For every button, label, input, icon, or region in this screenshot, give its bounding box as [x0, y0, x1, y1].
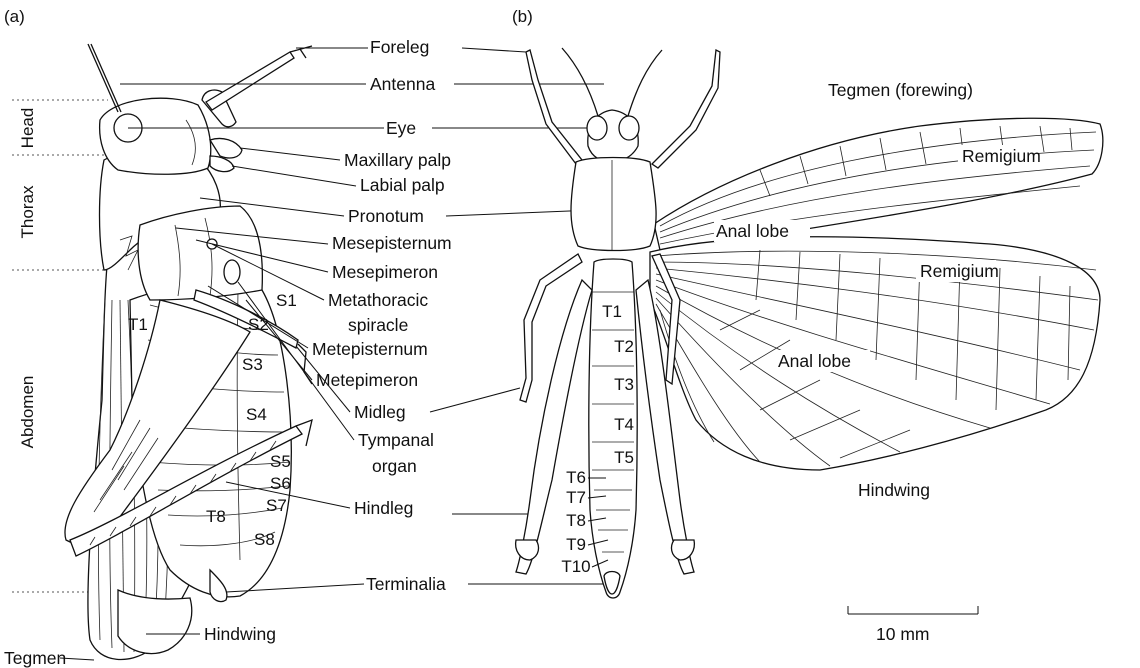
dorsal-segment-label: T3 — [614, 375, 634, 394]
label-hindleg: Hindleg — [354, 498, 413, 518]
label-remigium-forewing: Remigium — [962, 146, 1041, 166]
pronotum-dorsal — [571, 158, 656, 251]
panel-a-label: (a) — [4, 7, 25, 26]
scale-bar — [848, 606, 978, 614]
hindleg-knee-right — [672, 540, 695, 560]
maxillary-palp-lateral — [210, 138, 242, 158]
region-label-abdomen: Abdomen — [18, 376, 37, 449]
dorsal-segment-label: T10 — [561, 557, 590, 576]
region-label-head: Head — [18, 108, 37, 149]
dorsal-segment-label: T2 — [614, 337, 634, 356]
scale-bar-label: 10 mm — [876, 624, 929, 644]
dorsal-segment-label: T7 — [566, 488, 586, 507]
label-anal-lobe-forewing: Anal lobe — [716, 221, 789, 241]
foreleg-dorsal-right — [652, 50, 720, 168]
dorsal-view: (b) — [512, 7, 1103, 644]
eye-dorsal-left — [587, 116, 607, 140]
lateral-sternum-label: S3 — [242, 355, 263, 374]
antenna-dorsal-left — [562, 48, 598, 116]
label-antenna: Antenna — [370, 74, 435, 94]
label-foreleg: Foreleg — [370, 37, 429, 57]
label-labial-palp: Labial palp — [360, 175, 445, 195]
label-metathoracic: Metathoracic — [328, 290, 428, 310]
lateral-sternum-label: S5 — [270, 452, 291, 471]
dorsal-segment-label: T4 — [614, 415, 634, 434]
label-mesepimeron: Mesepimeron — [332, 262, 438, 282]
lateral-sternum-label: S6 — [270, 474, 291, 493]
label-tympanal: Tympanal — [358, 430, 434, 450]
foreleg-tibia — [206, 52, 294, 110]
label-organ: organ — [372, 456, 417, 476]
label-tegmen: Tegmen — [4, 648, 66, 668]
antenna-lateral-edge — [91, 44, 121, 112]
label-pronotum: Pronotum — [348, 206, 424, 226]
label-mesepisternum: Mesepisternum — [332, 233, 452, 253]
label-anal-lobe-hindwing: Anal lobe — [778, 351, 851, 371]
hindwing-lateral — [118, 590, 192, 654]
panel-b-label: (b) — [512, 7, 533, 26]
dorsal-segment-label: T6 — [566, 468, 586, 487]
label-hindwing-lateral: Hindwing — [204, 624, 276, 644]
region-label-thorax: Thorax — [18, 185, 37, 238]
lateral-tergum-label: T1 — [128, 315, 148, 334]
dorsal-segment-label: T5 — [614, 448, 634, 467]
tympanal-organ-lateral — [224, 260, 240, 284]
label-eye: Eye — [386, 118, 416, 138]
lateral-sternum-label: S4 — [246, 405, 267, 424]
label-spiracle: spiracle — [348, 315, 408, 335]
label-tegmen-forewing: Tegmen (forewing) — [828, 80, 973, 100]
lateral-sternum-label: S1 — [276, 291, 297, 310]
hindwing-dorsal — [650, 237, 1100, 470]
label-midleg: Midleg — [354, 402, 406, 422]
dorsal-segment-label: T1 — [602, 302, 622, 321]
lateral-sternum-label: S7 — [266, 496, 287, 515]
pleura-lateral — [138, 206, 262, 300]
label-terminalia: Terminalia — [366, 574, 446, 594]
antenna-lateral — [88, 44, 118, 112]
lateral-tergum-label: T8 — [206, 507, 226, 526]
label-maxillary-palp: Maxillary palp — [344, 150, 451, 170]
dorsal-segment-label: T9 — [566, 535, 586, 554]
label-hindwing-dorsal: Hindwing — [858, 480, 930, 500]
antenna-dorsal-right — [628, 50, 662, 116]
dorsal-segment-label: T8 — [566, 511, 586, 530]
hindleg-knee-left — [516, 540, 539, 560]
lateral-view: (a) Head Thorax Abdomen T1 T8 S1 S2 S3 S… — [4, 7, 452, 668]
label-metepimeron: Metepimeron — [316, 370, 418, 390]
label-remigium-hindwing: Remigium — [920, 261, 999, 281]
label-metepisternum: Metepisternum — [312, 339, 428, 359]
foreleg-dorsal-left — [526, 50, 582, 164]
eye-dorsal-right — [619, 116, 639, 140]
lateral-sternum-label: S8 — [254, 530, 275, 549]
